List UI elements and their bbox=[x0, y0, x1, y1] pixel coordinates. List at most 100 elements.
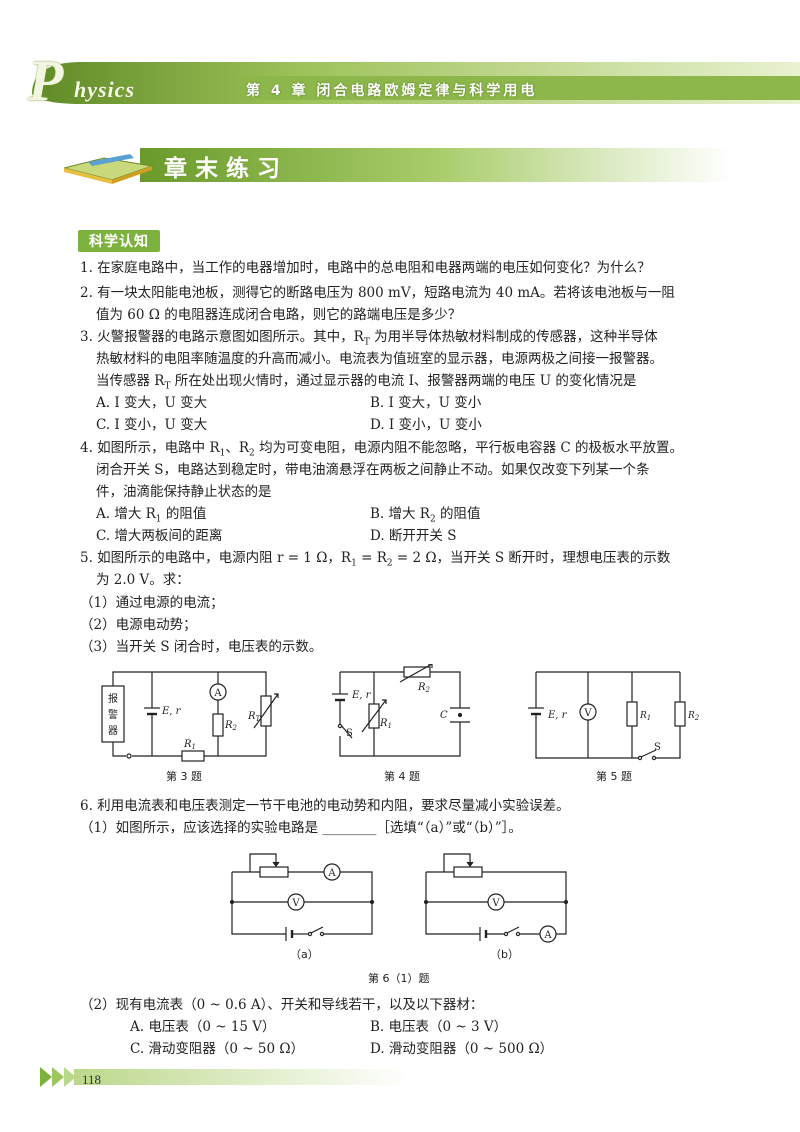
r1-resistor bbox=[626, 701, 638, 727]
q4-option-b-tail: 的阻值 bbox=[435, 506, 481, 522]
voltmeter-label: V bbox=[291, 898, 300, 909]
q3-text-d: 所在处出现火情时，通过显示器的电流 I、报警器两端的电压 U 的变化情况是 bbox=[170, 373, 637, 389]
q6-option-c: C. 滑动变阻器（0 ~ 50 Ω） bbox=[130, 1041, 305, 1057]
q3-option-c: C. I 变小，U 变大 bbox=[96, 417, 208, 433]
ammeter-icon bbox=[539, 925, 557, 943]
q4-option-a-tail: 的阻值 bbox=[161, 506, 207, 522]
r2-resistor bbox=[674, 701, 686, 727]
subscript: 2 bbox=[249, 448, 255, 459]
emf-label: E, r bbox=[351, 690, 372, 701]
emf-label: E, r bbox=[161, 706, 182, 717]
r1-label: R1 bbox=[183, 739, 196, 751]
q5-text-b: = 2 Ω，当开关 S 断开时，理想电压表的示数 bbox=[392, 550, 671, 566]
q4-option-b: B. 增大 R2 的阻值 bbox=[370, 504, 481, 530]
q5-text-cont: 为 2.0 V。求： bbox=[96, 572, 190, 588]
switch-label: S bbox=[654, 742, 661, 753]
q1-text: 1. 在家庭电路中，当工作的电器增加时，电路中的总电阻和电器两端的电压如何变化？… bbox=[80, 260, 651, 276]
q6-option-a: A. 电压表（0 ~ 15 V） bbox=[130, 1019, 276, 1035]
q4-text-a: 4. 如图所示，电路中 R bbox=[80, 440, 220, 456]
q6-part-1: （1）如图所示，应该选择的实验电路是 ________［选填“（a）”或“（b）… bbox=[80, 820, 522, 836]
r2-label-sub: 2 bbox=[694, 714, 700, 722]
book-icon bbox=[63, 154, 153, 184]
voltmeter-label: V bbox=[491, 898, 500, 909]
r2-label-sub: 2 bbox=[425, 686, 431, 694]
q4-text-cont: 闭合开关 S，电路达到稳定时，带电油滴悬浮在两板之间静止不动。如果仅改变下列某一… bbox=[96, 462, 650, 478]
q5-text: 5. 如图所示的电路中，电源内阻 r = 1 Ω，R1 = R2 = 2 Ω，当… bbox=[80, 548, 670, 574]
q3-text-cont: 热敏材料的电阻率随温度的升高而减小。电流表为值班室的显示器，电源两极之间接一报警… bbox=[96, 351, 663, 367]
r1-label-main: R bbox=[379, 718, 388, 729]
chapter-title: 第 4 章 闭合电路欧姆定律与科学用电 bbox=[246, 83, 538, 99]
r1-label-main: R bbox=[183, 739, 192, 750]
r2-label-main: R bbox=[687, 711, 695, 721]
q3-text-a: 3. 火警报警器的电路示意图如图所示。其中，R bbox=[80, 329, 364, 345]
q3-option-b: B. I 变大，U 变小 bbox=[370, 395, 482, 411]
figure-4-circuit: E, r S R2 C R1 bbox=[332, 664, 470, 757]
rheostat bbox=[259, 866, 289, 878]
q4-option-c: C. 增大两板间的距离 bbox=[96, 528, 223, 544]
q6-text: 6. 利用电流表和电压表测定一节干电池的电动势和内阻，要求尽量减小实验误差。 bbox=[80, 798, 570, 814]
emf-label: E, r bbox=[547, 710, 568, 721]
q2-text-cont: 值为 60 Ω 的电阻器连成闭合电路，则它的路端电压是多少？ bbox=[96, 307, 462, 323]
alarm-label: 器 bbox=[108, 725, 118, 737]
r2-label-main: R bbox=[417, 682, 426, 693]
alarm-label: 警 bbox=[108, 708, 118, 721]
figure-5-circuit: E, r V R1 R2 S bbox=[528, 671, 700, 761]
rheostat bbox=[453, 866, 483, 878]
r1-label-sub: 1 bbox=[388, 722, 392, 730]
capacitor-label: C bbox=[440, 710, 448, 721]
r1-label-sub: 1 bbox=[192, 743, 196, 751]
q4-option-d: D. 断开开关 S bbox=[370, 528, 457, 544]
q6-part-2: （2）现有电流表（0 ~ 0.6 A）、开关和导线若干，以及以下器材： bbox=[80, 997, 484, 1013]
ammeter-label: A bbox=[327, 868, 336, 879]
alarm-label: 报 bbox=[108, 692, 118, 705]
q4-text-b: 均为可变电阻，电源内阻不能忽略，平行板电容器 C 的极板水平放置。 bbox=[254, 440, 683, 456]
q5-part-2: （2）电源电动势； bbox=[80, 617, 197, 633]
q4-option-a-text: A. 增大 R bbox=[96, 506, 156, 522]
figure-6a-circuit: A V bbox=[229, 853, 375, 941]
figure-3-circuit: 报 警 器 E, r A R2 RT R1 bbox=[101, 671, 279, 762]
q3-text: 3. 火警报警器的电路示意图如图所示。其中，RT 为用半导体热敏材料制成的传感器… bbox=[80, 327, 658, 353]
subscript: 1 bbox=[219, 448, 226, 459]
q3-option-d: D. I 变小，U 变小 bbox=[370, 417, 482, 433]
q5-part-1: （1）通过电源的电流； bbox=[80, 595, 224, 611]
q4-option-a: A. 增大 R1 的阻值 bbox=[96, 504, 206, 530]
rt-resistor bbox=[260, 695, 272, 727]
figure-6b-circuit: V A bbox=[423, 853, 569, 943]
figure-6-caption: 第 6（1）题 bbox=[368, 972, 430, 985]
q4-text-cont2: 件，油滴能保持静止状态的是 bbox=[96, 484, 272, 500]
q4-text: 4. 如图所示，电路中 R1、R2 均为可变电阻，电源内阻不能忽略，平行板电容器… bbox=[80, 438, 683, 464]
q5-text-mid: = R bbox=[356, 550, 387, 566]
figure-6b-label: （b） bbox=[490, 948, 519, 961]
page-number: 118 bbox=[82, 1072, 102, 1087]
switch-label: S bbox=[346, 728, 353, 739]
header-band bbox=[32, 62, 800, 104]
q3-text-c: 当传感器 R bbox=[96, 373, 165, 389]
subscript: 2 bbox=[429, 514, 436, 525]
voltmeter-label: V bbox=[583, 708, 592, 719]
ammeter-label: A bbox=[543, 930, 552, 941]
figure-3-caption: 第 3 题 bbox=[166, 770, 202, 783]
q4-option-b-text: B. 增大 R bbox=[370, 506, 430, 522]
r2-resistor bbox=[212, 713, 224, 737]
r2-label-main: R bbox=[224, 720, 233, 731]
rt-label-main: R bbox=[247, 711, 256, 722]
q6-option-b: B. 电压表（0 ~ 3 V） bbox=[370, 1019, 508, 1035]
figure-6a-label: （a） bbox=[290, 948, 319, 961]
q3-option-a: A. I 变大，U 变大 bbox=[96, 395, 208, 411]
r1-label-sub: 1 bbox=[647, 714, 651, 722]
section-title: 章末练习 bbox=[164, 156, 288, 182]
r2-label: R2 bbox=[687, 711, 700, 722]
r2-label: R2 bbox=[417, 682, 431, 694]
category-badge bbox=[78, 230, 160, 252]
subscript: 2 bbox=[386, 558, 393, 569]
subscript: T bbox=[164, 381, 171, 392]
q6-option-d: D. 滑动变阻器（0 ~ 500 Ω） bbox=[370, 1041, 554, 1057]
r1-label: R1 bbox=[639, 711, 651, 722]
category-badge-label: 科学认知 bbox=[89, 234, 149, 250]
logo-letter: P bbox=[28, 48, 64, 113]
subscript: 1 bbox=[155, 514, 162, 525]
r2-label-sub: 2 bbox=[232, 724, 238, 732]
rt-label: RT bbox=[247, 711, 262, 723]
r2-label: R2 bbox=[224, 720, 238, 732]
q5-part-3: （3）当开关 S 闭合时，电压表的示数。 bbox=[80, 639, 323, 655]
